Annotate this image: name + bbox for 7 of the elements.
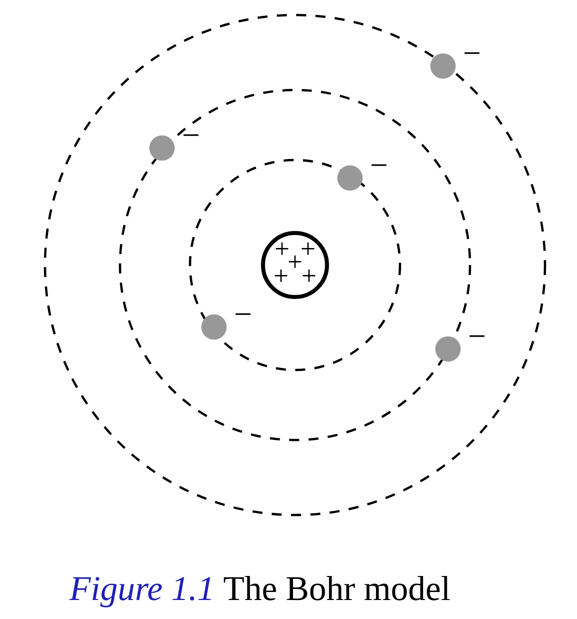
charge-sign: − [464, 52, 480, 54]
nucleus: + + + + + [261, 231, 329, 299]
caption: Figure 1.1 The Bohr model [69, 576, 450, 608]
charge-sign: − [470, 335, 484, 337]
charge-sign: − [184, 134, 198, 136]
charge-sign: − [236, 313, 250, 315]
charge-sign: − [372, 164, 386, 166]
